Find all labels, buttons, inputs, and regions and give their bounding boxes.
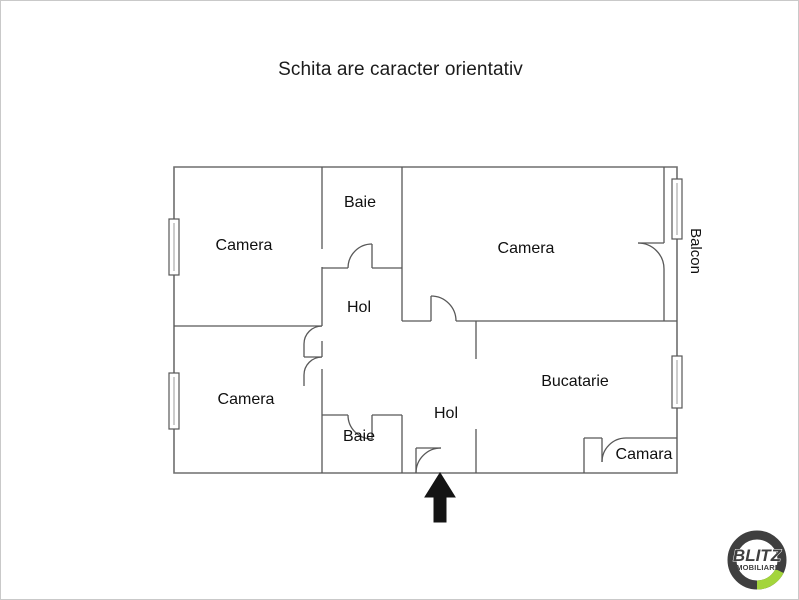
room-label-baie-bottom: Baie	[343, 428, 375, 445]
interior-walls	[174, 167, 677, 473]
window-right-top	[671, 178, 683, 240]
room-labels: Camera Baie Hol Camera Balcon Camera Bai…	[216, 194, 704, 463]
room-label-bucatarie: Bucatarie	[541, 373, 609, 390]
logo-accent-arc	[756, 568, 784, 590]
window-left-lower	[168, 372, 180, 430]
windows	[168, 178, 683, 430]
room-label-camera-top-left: Camera	[216, 237, 273, 254]
room-label-hol-bottom: Hol	[434, 405, 458, 422]
window-left-upper	[168, 218, 180, 276]
door-arcs	[303, 242, 665, 474]
room-label-hol-top: Hol	[347, 299, 371, 316]
room-label-camara: Camara	[616, 446, 673, 463]
logo-primary-text: BLITZ	[733, 546, 782, 565]
room-label-camera-bottom-left: Camera	[218, 391, 275, 408]
entrance-arrow	[424, 472, 456, 523]
logo-secondary-text: IMOBILIARE	[734, 563, 780, 572]
blitz-imobiliare-logo[interactable]: BLITZ IMOBILIARE	[723, 529, 791, 591]
window-right-mid	[671, 355, 683, 409]
page-title: Schita are caracter orientativ	[278, 59, 523, 80]
room-label-baie-top: Baie	[344, 194, 376, 211]
room-label-balcon: Balcon	[687, 228, 704, 274]
outer-walls	[173, 166, 678, 474]
room-label-camera-right: Camera	[498, 240, 555, 257]
